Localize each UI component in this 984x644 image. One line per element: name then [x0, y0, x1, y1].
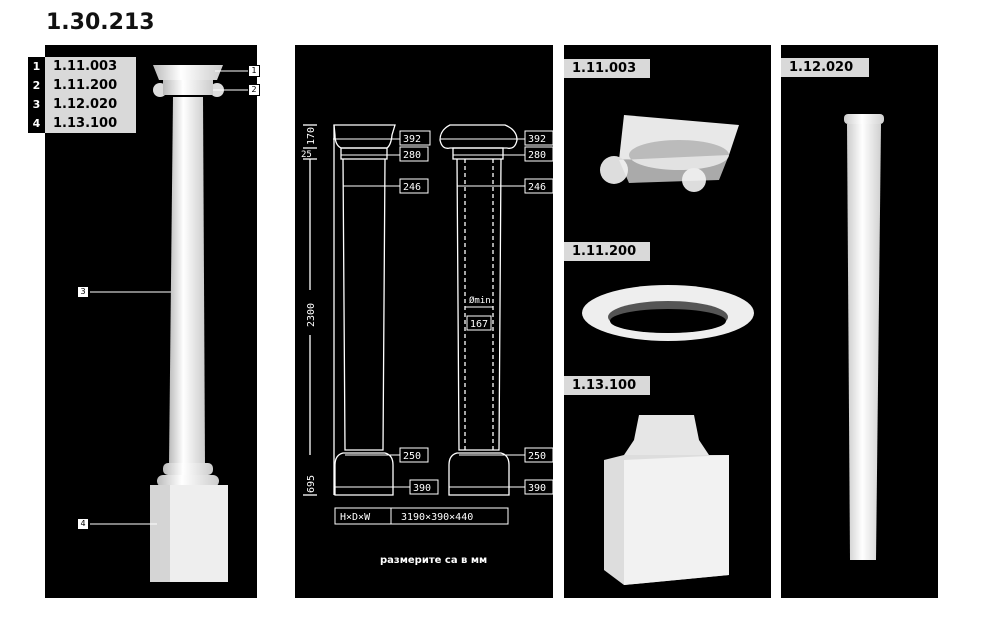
dim-width-246: 246 — [403, 182, 421, 193]
callout-2: 2 — [248, 84, 260, 96]
ring-photo — [582, 285, 754, 341]
callout-4: 4 — [77, 518, 89, 530]
legend-number: 4 — [28, 114, 45, 133]
dim-width-250-right: 250 — [528, 451, 546, 462]
shaft-panel: 1.12.020 — [781, 45, 938, 598]
base-photo — [604, 415, 729, 585]
legend-number: 3 — [28, 95, 45, 114]
legend-number: 1 — [28, 57, 45, 76]
dimension-drawing: 392 280 246 250 390 392 280 246 250 390 … — [301, 124, 554, 525]
hdw-value: 3190×390×440 — [401, 512, 473, 523]
part-tag-base: 1.13.100 — [564, 376, 650, 395]
assembled-column-panel: 1 2 3 4 — [45, 45, 260, 598]
legend-number: 2 — [28, 76, 45, 95]
column-photo — [90, 65, 248, 582]
legend-code: 1.11.003 — [45, 57, 136, 76]
min-diameter-value: 167 — [470, 319, 488, 330]
part-tag-capital: 1.11.003 — [564, 59, 650, 78]
hdw-label: H×D×W — [340, 512, 371, 523]
callout-1: 1 — [248, 65, 260, 77]
technical-drawing-panel: 392 280 246 250 390 392 280 246 250 390 … — [295, 45, 554, 598]
callout-3: 3 — [77, 286, 89, 298]
min-diameter-label: Ømin — [469, 295, 491, 306]
dim-height-25: 25 — [301, 150, 312, 160]
part-tag-ring: 1.11.200 — [564, 242, 650, 261]
dim-width-280: 280 — [403, 150, 421, 161]
dim-width-392-right: 392 — [528, 134, 546, 145]
dim-width-246-right: 246 — [528, 182, 546, 193]
legend-code: 1.13.100 — [45, 114, 136, 133]
dim-height-2300: 2300 — [306, 303, 317, 327]
legend-code: 1.12.020 — [45, 95, 136, 114]
units-note: размерите са в мм — [380, 555, 488, 566]
dim-width-390: 390 — [413, 483, 431, 494]
parts-panel: 1.11.003 1.11.200 1.13.100 — [564, 45, 771, 598]
dim-height-170: 170 — [306, 127, 317, 145]
dim-width-280-right: 280 — [528, 150, 546, 161]
legend-code: 1.11.200 — [45, 76, 136, 95]
shaft-photo — [844, 114, 884, 560]
part-tag-shaft: 1.12.020 — [781, 58, 869, 77]
capital-photo — [600, 115, 739, 192]
dim-width-250: 250 — [403, 451, 421, 462]
product-code-title: 1.30.213 — [46, 10, 155, 35]
dim-width-390-right: 390 — [528, 483, 546, 494]
dim-width-392: 392 — [403, 134, 421, 145]
dim-height-695: 695 — [306, 475, 317, 493]
